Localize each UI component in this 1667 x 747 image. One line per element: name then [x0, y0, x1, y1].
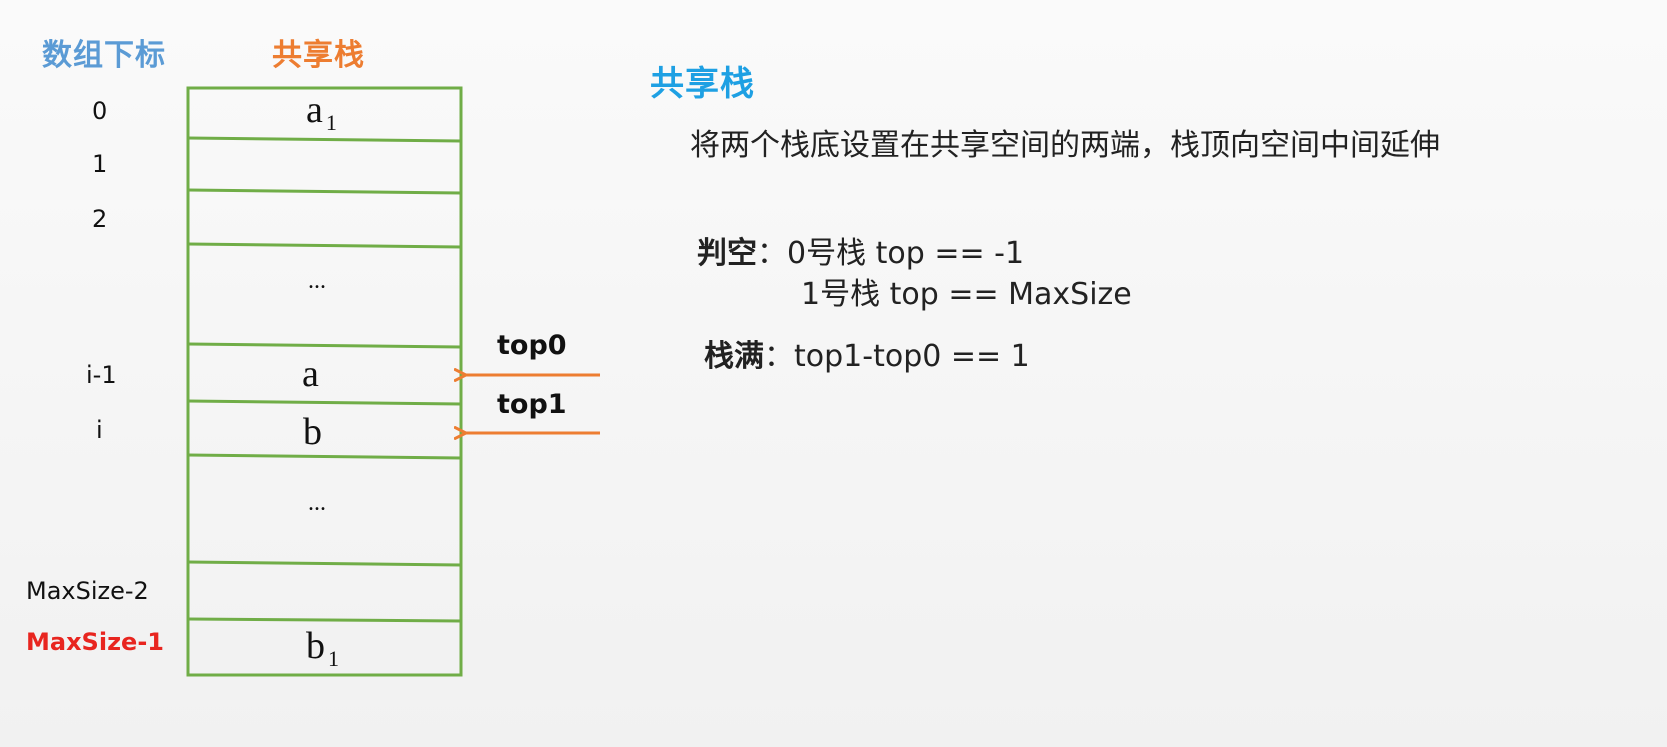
index-label-2: 2 — [92, 205, 108, 233]
index-label-maxsize-1: MaxSize-1 — [26, 628, 164, 656]
cell-b1-subscript: 1 — [328, 646, 339, 671]
top1-label: top1 — [497, 389, 567, 420]
panel-description: 将两个栈底设置在共享空间的两端，栈顶向空间中间延伸 — [690, 128, 1440, 163]
cell-a1-subscript: 1 — [325, 110, 337, 135]
full-check-colon: ： — [764, 339, 794, 374]
cell-a: a — [302, 353, 319, 395]
full-check-condition: top1-top0 == 1 — [794, 339, 1030, 374]
empty-check-condition-1: 1号栈 top == MaxSize — [801, 277, 1132, 312]
full-check-line: 栈满：top1-top0 == 1 — [704, 331, 1030, 375]
stack-row-divider — [187, 453, 462, 460]
empty-check-label: 判空 — [697, 236, 757, 271]
index-label-i: i — [96, 416, 103, 444]
stack-row-divider — [187, 136, 462, 143]
cell-a1-main: a — [306, 89, 323, 131]
stack-row-divider — [187, 617, 462, 623]
stack-row-divider — [187, 560, 462, 567]
empty-check-condition-0: 0号栈 top == -1 — [787, 236, 1025, 271]
empty-check-colon: ： — [757, 236, 787, 271]
stack-outline — [186, 86, 463, 677]
empty-check-line-0: 判空：0号栈 top == -1 — [697, 228, 1024, 272]
cell-b1-main: b — [306, 625, 325, 667]
panel-title: 共享栈 — [650, 64, 755, 104]
cell-ellipsis-bottom: ... — [308, 490, 326, 516]
index-label-i-minus-1: i-1 — [86, 361, 117, 389]
empty-check-line-1: 1号栈 top == MaxSize — [801, 269, 1132, 313]
top0-label: top0 — [497, 330, 567, 361]
index-label-0: 0 — [92, 97, 108, 125]
index-label-maxsize-2: MaxSize-2 — [26, 577, 149, 605]
full-check-label: 栈满 — [704, 339, 764, 374]
stack-column-header: 共享栈 — [272, 38, 365, 73]
cell-b: b — [303, 411, 322, 453]
index-label-1: 1 — [92, 150, 108, 178]
stack-row-divider — [187, 188, 462, 195]
stack-row-divider — [187, 242, 462, 249]
stack-row-divider — [187, 399, 462, 406]
index-column-header: 数组下标 — [42, 38, 166, 73]
cell-ellipsis-top: ... — [308, 268, 326, 294]
stack-row-divider — [187, 342, 462, 349]
